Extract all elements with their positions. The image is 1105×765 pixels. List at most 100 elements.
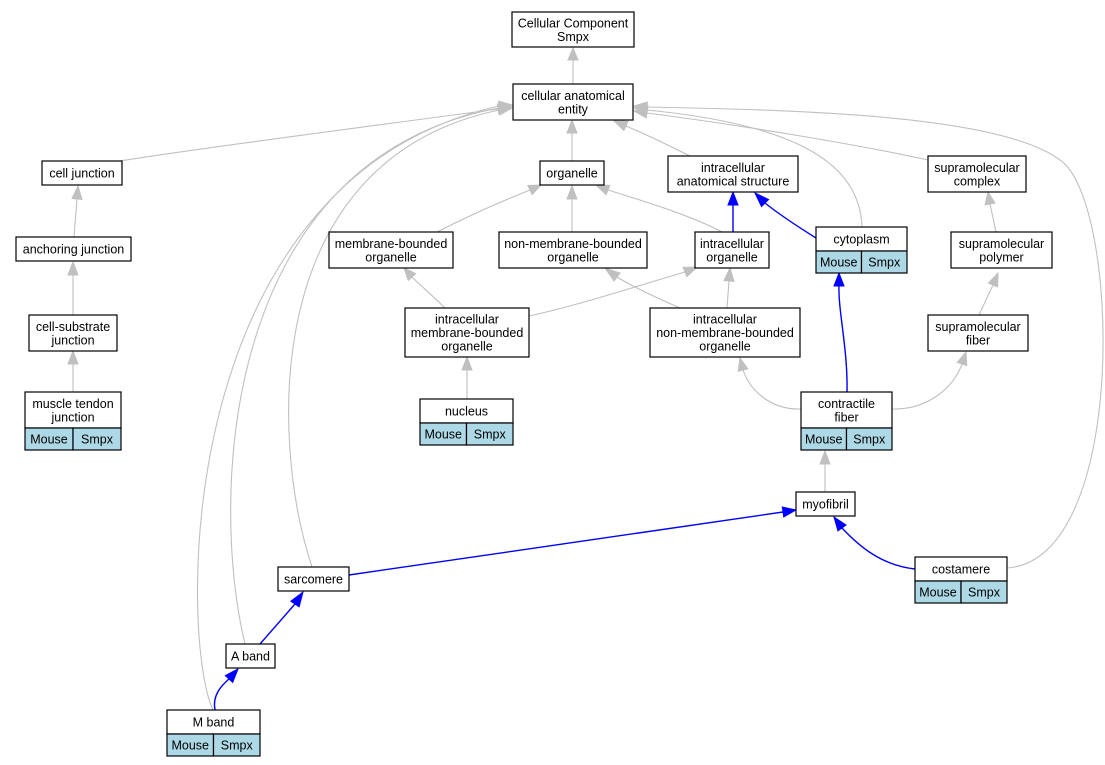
node-organelle[interactable]: organelle <box>539 160 605 186</box>
node-label-line: intracellular <box>693 313 757 327</box>
tag-cell <box>845 427 893 451</box>
node-label-line: cell-substrate <box>36 320 110 334</box>
edge-myofibril-to-contractile_fiber <box>819 449 831 492</box>
edge-line <box>764 202 817 239</box>
edge-line <box>978 284 994 316</box>
species-tag: Mouse <box>805 433 843 447</box>
tag-cell <box>212 733 261 757</box>
edge-intracellular_organelle-to-intracellular_anatomical_structure <box>727 190 739 232</box>
node-box <box>225 643 276 669</box>
node-label-line: cell junction <box>49 167 114 181</box>
edge-arrowhead <box>611 119 629 132</box>
node-label-line: junction <box>50 333 94 347</box>
edge-arrowhead <box>984 190 996 206</box>
node-box <box>512 83 634 121</box>
edge-arrowhead <box>403 267 417 282</box>
species-tag: Mouse <box>820 256 858 270</box>
node-box <box>795 491 856 517</box>
edge-cytoplasm-to-intracellular_anatomical_structure <box>753 191 817 239</box>
node-label-line: intracellular <box>701 161 765 175</box>
edge-arrowhead <box>819 449 831 465</box>
edge-line <box>607 189 723 233</box>
node-myofibril[interactable]: myofibril <box>795 491 856 517</box>
edge-line <box>73 198 78 238</box>
edge-supramolecular_fiber-to-supramolecular_polymer <box>978 271 999 316</box>
node-intracellular-non-membrane-bounded-organelle[interactable]: intracellularnon-membrane-boundedorganel… <box>649 307 801 358</box>
edge-nucleus-to-intracellular_membrane_bounded_organelle <box>461 355 473 399</box>
edge-arrowhead <box>753 191 770 208</box>
node-box <box>498 231 648 269</box>
edge-line <box>625 125 691 157</box>
edge-line <box>616 276 681 309</box>
node-box <box>927 314 1029 352</box>
node-anchoring-junction[interactable]: anchoring junction <box>15 236 132 262</box>
node-box <box>28 314 118 352</box>
edge-line <box>726 280 730 309</box>
species-tag: Mouse <box>424 428 462 442</box>
edge-costamere-to-cellular_anatomical_entity <box>632 101 1104 569</box>
node-box <box>404 307 530 358</box>
node-cell-junction[interactable]: cell junction <box>41 160 123 186</box>
edge-line <box>259 603 296 645</box>
edge-line <box>411 276 446 309</box>
node-box <box>15 236 132 262</box>
node-box <box>41 160 123 186</box>
node-label-line: organelle <box>365 250 416 264</box>
node-label-line: polymer <box>979 250 1023 264</box>
edge-intracellular_non_membrane_bounded_organelle-to-non_membrane_bounded_organelle <box>603 267 681 309</box>
edge-sarcomere-to-myofibril <box>348 506 798 576</box>
node-box <box>950 231 1053 269</box>
node-sarcomere[interactable]: sarcomere <box>277 566 350 592</box>
node-label-line: sarcomere <box>284 573 343 587</box>
node-label-line: entity <box>558 102 589 116</box>
edge-arrowhead <box>67 349 79 365</box>
species-tag: Mouse <box>919 586 957 600</box>
edge-arrowhead <box>833 271 845 287</box>
node-label-line: membrane-bounded <box>335 237 448 251</box>
species-tag: Mouse <box>171 739 209 753</box>
edge-line <box>646 112 929 161</box>
edges-layer <box>67 46 1104 711</box>
gene-tag: Smpx <box>474 428 507 442</box>
edge-intracellular_anatomical_structure-to-cellular_anatomical_entity <box>611 119 691 157</box>
edge-arrowhead <box>527 184 543 196</box>
node-label-line: non-membrane-bounded <box>504 237 642 251</box>
node-box <box>277 566 350 592</box>
edge-arrowhead <box>682 266 699 278</box>
edge-cell_junction-to-cellular_anatomical_entity <box>119 103 513 162</box>
node-box <box>419 398 514 424</box>
edge-arrowhead <box>461 355 473 371</box>
node-label-line: costamere <box>932 563 990 577</box>
edge-arrowhead <box>727 190 739 206</box>
edge-contractile_fiber-to-intracellular_non_membrane_bounded_organelle <box>737 356 802 410</box>
node-label-line: complex <box>954 174 1001 188</box>
edge-line <box>891 363 963 410</box>
node-label-line: junction <box>50 410 94 424</box>
node-a-band[interactable]: A band <box>225 643 276 669</box>
node-box <box>539 160 605 186</box>
edge-organelle-to-cellular_anatomical_entity <box>566 118 578 161</box>
gene-tag: Smpx <box>868 256 901 270</box>
edge-arrowhead <box>737 356 749 372</box>
node-label-line: nucleus <box>445 405 488 419</box>
node-box <box>694 231 770 269</box>
edge-arrowhead <box>781 506 798 518</box>
node-label-line: organelle <box>546 167 597 181</box>
